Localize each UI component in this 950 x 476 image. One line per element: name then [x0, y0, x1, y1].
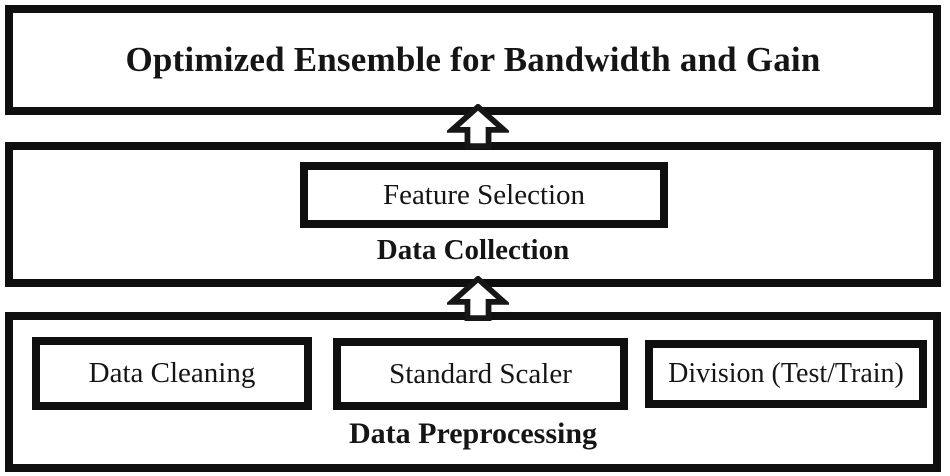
data-cleaning-label: Data Cleaning [88, 357, 256, 389]
optimized-ensemble-box: Optimized Ensemble for Bandwidth and Gai… [5, 5, 941, 115]
data-cleaning-box: Data Cleaning [32, 337, 312, 410]
division-test-train-label: Division (Test/Train) [668, 358, 904, 389]
optimized-ensemble-label: Optimized Ensemble for Bandwidth and Gai… [125, 40, 821, 79]
feature-selection-label: Feature Selection [382, 178, 586, 211]
data-collection-box: Feature Selection Data Collection [5, 142, 941, 287]
division-test-train-box: Division (Test/Train) [645, 340, 927, 408]
data-preprocessing-label: Data Preprocessing [348, 417, 598, 450]
data-collection-label: Data Collection [376, 234, 570, 266]
feature-selection-box: Feature Selection [300, 162, 668, 228]
data-preprocessing-box: Data Cleaning Standard Scaler Division (… [5, 312, 941, 472]
standard-scaler-label: Standard Scaler [389, 357, 572, 390]
up-arrow-icon [447, 276, 509, 322]
up-arrow-icon [447, 104, 509, 150]
standard-scaler-box: Standard Scaler [333, 338, 628, 410]
